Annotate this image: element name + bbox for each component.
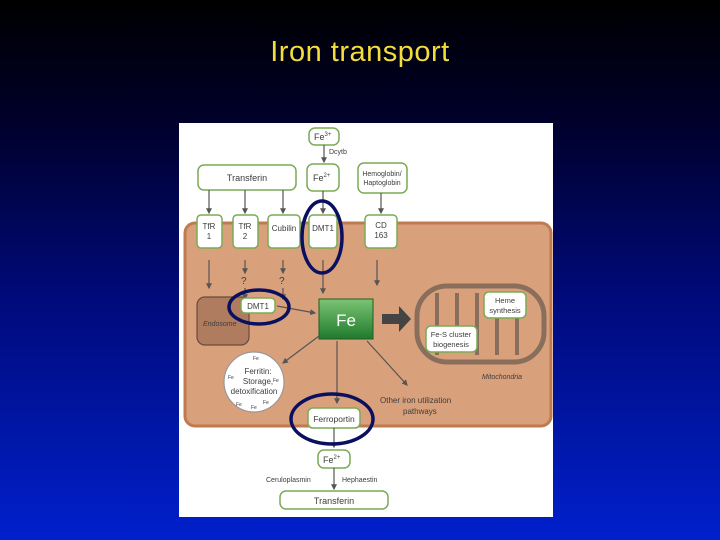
arrow-fe-to-mitochondria — [382, 306, 411, 332]
fe-labile-pool — [318, 298, 374, 340]
arrow-fe-to-other — [366, 340, 408, 386]
cubilin-box — [267, 214, 301, 249]
other-utilization-line1: Other iron utilization — [380, 396, 451, 405]
tfr2-label-line1: TfR — [239, 222, 252, 231]
ferritin — [223, 351, 285, 413]
fes-cluster-line2: biogenesis — [433, 340, 469, 349]
arrow-fe-to-ferritin — [282, 335, 320, 364]
ceruloplasmin-label: Ceruloplasmin — [266, 477, 311, 484]
transferrin-top-box — [197, 164, 297, 191]
dcytb-label: Dcytb — [329, 149, 347, 156]
tfr1-label-line2: 1 — [207, 232, 212, 241]
hemoglobin-box — [357, 162, 408, 194]
tfr2-label-line2: 2 — [243, 232, 248, 241]
transferrin-bottom-label: Transferin — [314, 496, 354, 506]
ferritin-line3: detoxification — [231, 387, 278, 396]
fe-center-label: Fe — [336, 311, 356, 330]
cd163-label-line1: CD — [375, 221, 387, 230]
transferrin-bottom-box — [279, 490, 389, 510]
ferritin-fe-6: Fe — [263, 400, 269, 406]
hemoglobin-label: Hemoglobin/ — [362, 171, 401, 178]
iron-transport-diagram: TfR 1 TfR 2 Cubilin DMT1 CD 163 Fe3+ Dcy… — [183, 127, 553, 510]
fes-cluster-box — [425, 325, 478, 353]
other-utilization-line2: pathways — [403, 407, 437, 416]
heme-synthesis-box — [483, 291, 527, 319]
ferritin-fe-2: Fe — [228, 375, 234, 381]
mitochondria-label: Mitochondria — [482, 374, 522, 381]
dmt1-top-box — [308, 214, 338, 249]
slide-title: Iron transport — [270, 36, 450, 68]
fe2-bottom-label: Fe2+ — [323, 455, 341, 465]
fes-cluster-line1: Fe-S cluster — [431, 330, 472, 339]
dmt1-top-label: DMT1 — [312, 224, 334, 233]
fe3-label: Fe3+ — [314, 132, 332, 142]
hephaestin-label: Hephaestin — [342, 477, 378, 484]
ferritin-line1: Ferritin: — [244, 367, 271, 376]
tfr1-label-line1: TfR — [203, 222, 216, 231]
heme-synthesis-line1: Heme — [495, 296, 515, 305]
ferritin-fe-1: Fe — [253, 356, 259, 362]
cd163-box — [364, 214, 398, 249]
heme-synthesis-line2: synthesis — [489, 306, 521, 315]
iron-transport-figure: TfR 1 TfR 2 Cubilin DMT1 CD 163 Fe3+ Dcy… — [179, 123, 553, 517]
endosome — [196, 296, 250, 346]
ferritin-fe-5: Fe — [251, 405, 257, 411]
dmt1-endosome-box — [240, 297, 276, 314]
ferritin-line2: Storage, — [243, 377, 273, 386]
cubilin-label: Cubilin — [272, 224, 296, 233]
ferritin-fe-4: Fe — [236, 402, 242, 408]
haptoglobin-label: Haptoglobin — [363, 180, 400, 187]
cd163-label-line2: 163 — [374, 231, 388, 240]
mitochondria — [414, 283, 547, 365]
tfr2-box — [232, 214, 259, 249]
ferroportin-label: Ferroportin — [313, 414, 355, 424]
ferritin-fe-3: Fe — [273, 378, 279, 384]
endosome-label: Endosome — [203, 321, 237, 328]
highlight-dmt1-endosome — [227, 288, 291, 326]
fe2-top-label: Fe2+ — [313, 173, 331, 183]
question-mark-1: ? — [241, 276, 247, 287]
transferrin-top-label: Transferin — [227, 173, 267, 183]
highlight-dmt1-top — [300, 199, 344, 275]
dmt1-endosome-label: DMT1 — [247, 302, 269, 311]
tfr1-box — [196, 214, 223, 249]
highlight-ferroportin — [289, 392, 375, 446]
question-mark-2: ? — [279, 276, 285, 287]
arrow-endosome-to-fe — [276, 305, 317, 316]
